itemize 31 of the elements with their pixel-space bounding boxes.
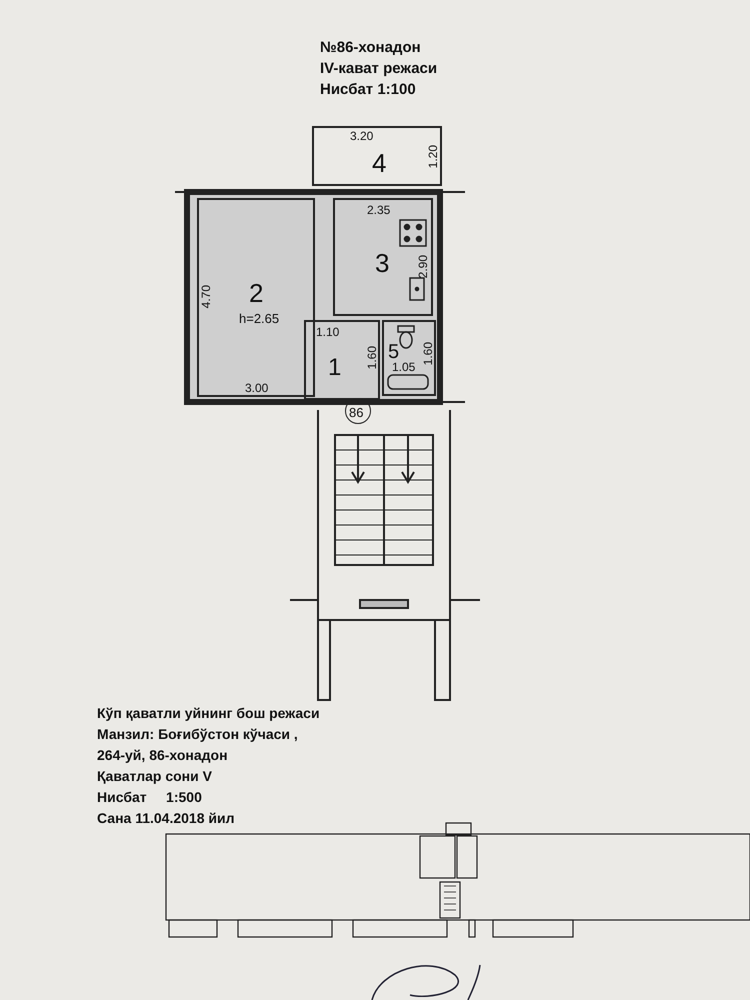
scale-note: Нисбат 1:100 <box>320 82 416 97</box>
plan-note: Кўп қаватли уйнинг бош режаси <box>97 706 320 720</box>
dimension-text: 3.20 <box>350 130 374 142</box>
dimension-text: 1.60 <box>422 342 434 366</box>
dimension-text: 1.05 <box>392 361 416 373</box>
balcony-room <box>312 126 442 186</box>
plan-note: Қаватлар сони V <box>97 769 212 783</box>
address-text: Манзил: Боғибўстон кўчаси , <box>97 727 298 741</box>
room-number: 5 <box>388 342 400 362</box>
ceiling-height: h=2.65 <box>239 312 280 325</box>
living-room <box>197 198 315 397</box>
scale-note: Нисбат 1:500 <box>97 790 202 804</box>
room-number: 2 <box>249 280 264 306</box>
plan-title: №86-хонадон <box>320 40 421 55</box>
kitchen-room <box>333 198 433 316</box>
dimension-text: 1.20 <box>427 145 439 168</box>
dimension-text: 4.70 <box>200 285 212 308</box>
hallway-room <box>304 320 380 400</box>
date-text: Сана 11.04.2018 йил <box>97 811 234 825</box>
address-text: 264-уй, 86-хонадон <box>97 748 228 762</box>
dimension-text: 2.35 <box>367 204 390 216</box>
dimension-text: 1.10 <box>316 326 340 338</box>
dimension-text: 3.00 <box>245 382 268 394</box>
room-number: 4 <box>372 150 386 176</box>
room-number: 3 <box>375 250 390 276</box>
room-number: 1 <box>328 356 342 380</box>
dimension-text: 1.60 <box>366 346 378 370</box>
bathroom-room <box>382 320 436 396</box>
plan-title: IV-кават режаси <box>320 61 438 76</box>
apartment-number: 86 <box>349 406 364 419</box>
dimension-text: 2.90 <box>417 255 429 278</box>
